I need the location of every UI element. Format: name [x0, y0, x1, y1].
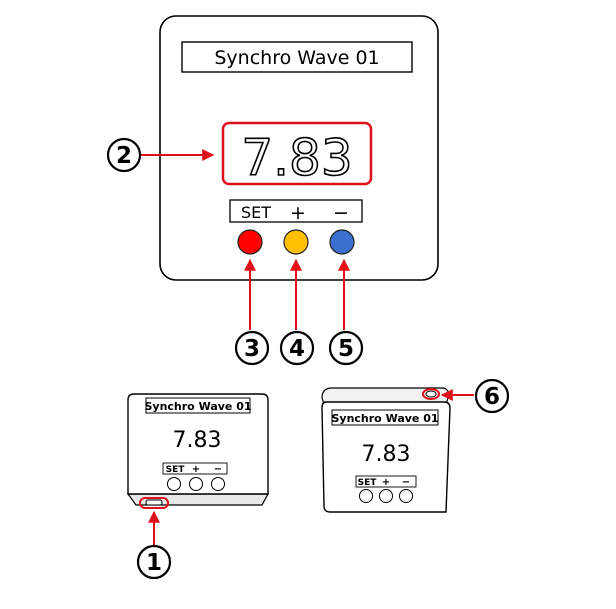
- left-set-button[interactable]: [167, 477, 181, 491]
- small-device-right: Synchro Wave 01 7.83 SET + −: [321, 387, 451, 513]
- callout-6-circle: [474, 378, 510, 414]
- callout-3: 3: [234, 258, 270, 366]
- usb-port: [145, 499, 163, 506]
- callout-5-number: 5: [338, 336, 354, 362]
- callout-1-number: 1: [146, 550, 162, 576]
- callout-4: 4: [279, 258, 315, 366]
- left-set-label: SET: [166, 465, 186, 475]
- left-title-frame: [145, 397, 251, 414]
- callout-2-number: 2: [116, 143, 132, 169]
- right-plus-label: +: [382, 477, 390, 488]
- minus-label: −: [333, 202, 349, 224]
- top-switch: [425, 390, 437, 398]
- right-display-value: 7.83: [362, 442, 411, 467]
- callout-1-circle: [136, 544, 172, 580]
- left-title: Synchro Wave 01: [144, 400, 251, 413]
- right-button-strip: [355, 475, 417, 488]
- minus-button[interactable]: [329, 229, 355, 255]
- left-display-value: 7.83: [173, 428, 222, 453]
- right-title: Synchro Wave 01: [331, 412, 438, 425]
- main-display-value: 7.83: [241, 129, 352, 187]
- main-title-frame: [181, 41, 413, 73]
- right-minus-label: −: [402, 477, 410, 488]
- plus-label: +: [290, 202, 306, 224]
- right-set-label: SET: [358, 478, 378, 488]
- left-minus-label: −: [214, 464, 222, 475]
- set-label: SET: [241, 203, 271, 222]
- callout-4-circle: [279, 330, 315, 366]
- left-minus-button[interactable]: [211, 477, 225, 491]
- left-plus-label: +: [192, 464, 200, 475]
- right-set-button[interactable]: [359, 489, 373, 503]
- usb-port-highlight: [139, 497, 169, 509]
- callout-4-number: 4: [289, 336, 305, 362]
- top-switch-highlight: [422, 388, 440, 400]
- main-device: Synchro Wave 01 7.83 SET + −: [159, 15, 439, 281]
- small-device-left: Synchro Wave 01 7.83 SET + −: [126, 393, 270, 509]
- button-label-strip: [229, 199, 363, 223]
- right-plus-button[interactable]: [379, 489, 393, 503]
- main-title: Synchro Wave 01: [214, 47, 379, 69]
- callout-5: 5: [328, 258, 364, 366]
- callout-2-circle: [106, 137, 142, 173]
- right-title-frame: [331, 409, 439, 426]
- callout-1: 1: [136, 510, 172, 580]
- callout-5-circle: [328, 330, 364, 366]
- callout-3-circle: [234, 330, 270, 366]
- plus-button[interactable]: [283, 229, 309, 255]
- display-highlight: [221, 121, 373, 186]
- callout-2: 2: [106, 137, 215, 173]
- right-minus-button[interactable]: [399, 489, 413, 503]
- callout-3-number: 3: [244, 336, 260, 362]
- callout-6-number: 6: [484, 384, 500, 410]
- left-button-strip: [162, 462, 228, 475]
- callout-6: 6: [440, 378, 510, 414]
- left-plus-button[interactable]: [189, 477, 203, 491]
- set-button[interactable]: [237, 229, 263, 255]
- right-device-front-face: [321, 401, 451, 513]
